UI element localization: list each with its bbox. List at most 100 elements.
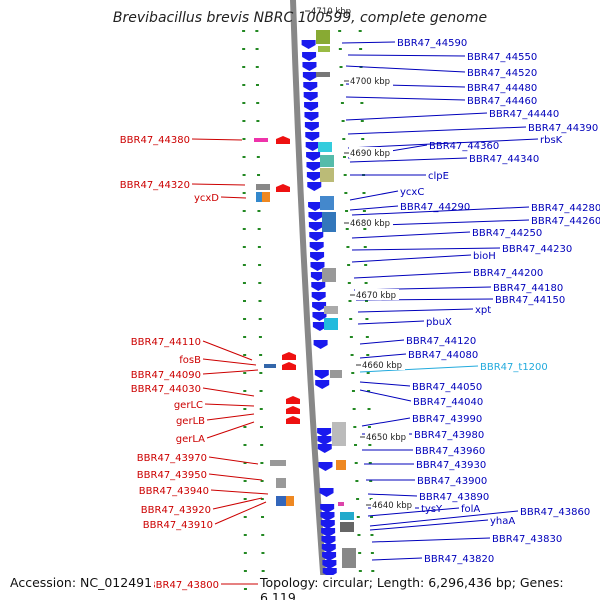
right-label-leader	[367, 493, 418, 497]
position-tick-label: 4680 kbp	[350, 219, 390, 229]
gene-category-box	[256, 192, 262, 202]
reverse-gene-arrow	[314, 370, 329, 379]
forward-gene-arrow	[282, 362, 296, 370]
right-label-leader	[351, 247, 501, 251]
track-dot	[366, 354, 370, 356]
reverse-gene-arrow	[304, 122, 319, 131]
left-gene-label: ycxD	[194, 193, 219, 204]
reverse-gene-arrow	[305, 132, 320, 141]
track-dot	[255, 48, 259, 50]
track-dot	[255, 66, 259, 68]
track-dot	[364, 264, 368, 266]
right-label-leader	[359, 353, 407, 359]
reverse-gene-arrow	[306, 172, 321, 181]
track-dot	[243, 318, 247, 320]
track-dot	[243, 354, 247, 356]
track-dot	[347, 282, 351, 284]
reverse-gene-arrow	[312, 302, 327, 311]
position-tick-background	[365, 431, 409, 442]
right-gene-label: BBR47_44150	[495, 295, 565, 306]
track-dot	[343, 174, 347, 176]
reverse-gene-arrow	[306, 152, 321, 161]
gene-category-box	[340, 512, 354, 520]
track-dot	[261, 516, 265, 518]
right-label-leader	[349, 190, 399, 201]
track-dot	[256, 120, 260, 122]
gene-category-box	[270, 460, 286, 466]
forward-gene-arrow	[276, 136, 290, 144]
left-gene-label: BBR47_43940	[139, 486, 209, 497]
right-gene-label: BBR47_44280	[531, 203, 600, 214]
gene-category-box	[318, 46, 330, 52]
track-dot	[369, 480, 373, 482]
track-dot	[363, 246, 367, 248]
position-tick-label: 4650 kbp	[366, 433, 406, 443]
track-dot	[242, 246, 246, 248]
left-gene-label: gerLC	[174, 400, 203, 411]
right-gene-label: BBR47_44340	[469, 154, 539, 165]
track-dot	[243, 408, 247, 410]
track-dot	[366, 372, 370, 374]
position-tick-background	[349, 147, 393, 158]
track-dot	[242, 84, 246, 86]
reverse-gene-arrow	[311, 292, 326, 301]
position-tick-label: 4710 kbp	[311, 7, 351, 17]
forward-gene-arrow	[276, 184, 290, 192]
left-label-leader	[220, 196, 247, 199]
reverse-gene-arrow	[310, 272, 325, 281]
track-dot	[344, 192, 348, 194]
track-dot	[370, 534, 374, 536]
left-label-leader	[202, 358, 257, 366]
right-label-leader	[349, 205, 399, 211]
right-gene-label: BBR47_43960	[415, 446, 485, 457]
position-tick-background	[349, 217, 393, 228]
left-gene-label: BBR47_44110	[131, 337, 201, 348]
reverse-gene-arrow	[304, 112, 319, 121]
position-tick-label: 4640 kbp	[372, 501, 412, 511]
track-dot	[243, 498, 247, 500]
right-gene-label: BBR47_43900	[417, 476, 487, 487]
right-label-leader	[361, 417, 411, 427]
track-dot	[259, 372, 263, 374]
track-dot	[368, 462, 372, 464]
right-gene-label: clpE	[428, 171, 449, 182]
track-dot	[242, 192, 246, 194]
track-dot	[243, 534, 247, 536]
track-dot	[367, 426, 371, 428]
right-gene-label: BBR47_44080	[408, 350, 478, 361]
gene-category-box	[338, 502, 344, 506]
right-label-leader	[347, 54, 466, 57]
track-dot	[258, 282, 262, 284]
right-label-leader	[369, 510, 519, 527]
track-dot	[356, 516, 360, 518]
position-tick-background	[349, 75, 393, 86]
track-dot	[260, 480, 264, 482]
left-label-leader	[206, 413, 255, 421]
right-label-leader	[359, 339, 405, 345]
right-gene-label: BBR47_44480	[467, 83, 537, 94]
track-dot	[243, 462, 247, 464]
right-label-leader	[349, 157, 468, 163]
position-tick-background	[371, 499, 415, 510]
left-gene-label: BBR47_44320	[120, 180, 190, 191]
gene-category-box	[320, 168, 334, 182]
track-dot	[257, 246, 261, 248]
left-label-leader	[206, 421, 255, 439]
reverse-gene-arrow	[306, 162, 321, 171]
left-label-leader	[210, 489, 269, 495]
track-dot	[261, 552, 265, 554]
forward-gene-arrow	[286, 406, 300, 414]
track-dot	[347, 264, 351, 266]
left-label-leader	[208, 456, 259, 465]
left-label-leader	[204, 403, 255, 407]
reverse-gene-arrow	[301, 40, 316, 49]
left-gene-label: BBR47_43910	[143, 520, 213, 531]
track-dot	[362, 210, 366, 212]
track-dot	[260, 498, 264, 500]
track-dot	[340, 102, 344, 104]
reverse-gene-arrow	[309, 242, 324, 251]
reverse-gene-arrow	[303, 82, 318, 91]
right-label-leader	[347, 138, 539, 149]
track-dot	[338, 48, 342, 50]
